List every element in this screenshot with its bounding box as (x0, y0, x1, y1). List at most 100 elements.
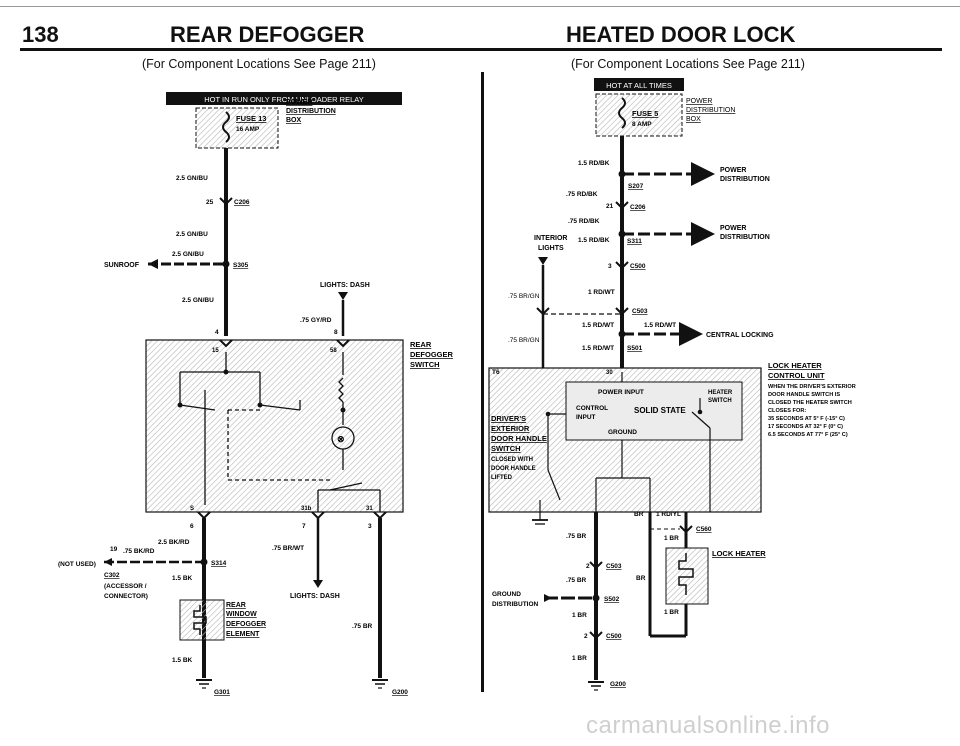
wire-label-l11: 1.5 BK (172, 657, 193, 664)
pd2-label-1: POWER (720, 225, 746, 232)
c500-label: C500 (630, 263, 646, 270)
fuse-5-name: FUSE 5 (632, 109, 658, 118)
unit-desc-3: CLOSED THE HEATER SWITCH (768, 400, 852, 406)
c503b-connector (589, 561, 603, 570)
lights-dash-top-arrow (338, 292, 348, 300)
pd1-label-1: POWER (720, 167, 746, 174)
pin-31: 31 (366, 506, 373, 512)
unit-desc-1: WHEN THE DRIVER'S EXTERIOR (768, 384, 856, 390)
ground-dist-arrow (544, 594, 552, 602)
s207-splice (618, 170, 626, 178)
c560-label: C560 (696, 526, 712, 533)
switch-dot-4 (257, 402, 263, 408)
element-label-3: DEFOGGER (226, 621, 266, 628)
pin-15-connector (219, 339, 233, 348)
unit-label-1: LOCK HEATER (768, 361, 822, 370)
solid-state-box (565, 381, 743, 441)
heater-switch-2: SWITCH (708, 398, 732, 404)
pdb-left-2: DISTRIBUTION (286, 108, 336, 115)
s314-splice (200, 558, 208, 566)
wire-label-l10: .75 BR (352, 623, 373, 630)
not-used-label: (NOT USED) (58, 561, 96, 568)
fuse-13-icon (222, 111, 230, 143)
switch-label-1: REAR (410, 340, 432, 349)
left-title: REAR DEFOGGER (170, 22, 365, 47)
c302-arrow (104, 558, 112, 566)
wire-label-r18: 1 BR (572, 655, 587, 662)
interior-lights-arrow (538, 257, 548, 265)
sunroof-label: SUNROOF (104, 262, 140, 269)
pin-t6: T6 (492, 369, 500, 376)
pdb-right-2: DISTRIBUTION (686, 107, 735, 114)
element-label-4: ELEMENT (226, 631, 260, 638)
column-divider (481, 72, 484, 692)
c302-note-1: (ACCESSOR / (104, 583, 147, 590)
lights-dash-bottom-arrow (313, 580, 323, 588)
interior-lights-2: LIGHTS (538, 245, 564, 252)
wire-label-r11: 1 RD/YL (656, 511, 681, 518)
fuse-13-name: FUSE 13 (236, 114, 266, 123)
pdb-right-1: POWER (686, 98, 712, 105)
ground-internal-label: GROUND (608, 429, 637, 436)
wire-label-r2: .75 RD/BK (566, 191, 598, 198)
pin-s: S (190, 506, 194, 512)
wire-label-r16: 1 BR (572, 612, 587, 619)
s207-label: S207 (628, 183, 644, 190)
g301-label: G301 (214, 689, 230, 696)
control-input-dot (545, 411, 551, 417)
c206-label-right: C206 (630, 204, 646, 211)
central-locking-label: CENTRAL LOCKING (706, 332, 774, 339)
pd1-label-2: DISTRIBUTION (720, 176, 770, 183)
drivers-switch-1: DRIVER'S (491, 414, 526, 423)
sunroof-arrow (148, 259, 158, 269)
c500-pin: 3 (608, 263, 612, 270)
c503-connector-b (615, 307, 629, 316)
defogger-element-icon (193, 605, 207, 635)
rear-defogger-switch-box (145, 339, 404, 513)
c302-label: C302 (104, 572, 120, 579)
c206-connector-left (219, 197, 233, 206)
pin-30: 30 (606, 370, 613, 376)
wire-label-r4: 1.5 RD/BK (578, 237, 610, 244)
lock-heater-box (665, 547, 709, 605)
wire-label-r13: 1 BR (664, 535, 679, 542)
lock-heater-icon (678, 553, 694, 595)
pin-br: BR (634, 511, 644, 518)
s314-label: S314 (211, 560, 227, 567)
wire-label-r9: .75 BR/GN (508, 337, 540, 344)
pdb-right-3: BOX (686, 116, 701, 123)
fuse-5-icon (618, 97, 626, 129)
ground-dist-1: GROUND (492, 591, 521, 598)
c503-connector-a (536, 307, 550, 316)
pin-15: 15 (212, 348, 219, 354)
page-number: 138 (22, 22, 59, 47)
switch-label-2: DEFOGGER (410, 350, 454, 359)
wire-label-l8: 1.5 BK (172, 575, 193, 582)
c503b-label: C503 (606, 563, 622, 570)
drivers-switch-4: SWITCH (491, 444, 521, 453)
c206-label-left: C206 (234, 199, 250, 206)
pin-58: 58 (330, 348, 337, 354)
pd2-label-2: DISTRIBUTION (720, 234, 770, 241)
switch-dot-3 (177, 402, 183, 408)
wire-label-r1: 1.5 RD/BK (578, 160, 610, 167)
defogger-element-box (179, 599, 225, 641)
drivers-switch-3: DOOR HANDLE (491, 434, 547, 443)
left-subtitle: (For Component Locations See Page 211) (142, 57, 376, 71)
hot-banner-right-text: HOT AT ALL TIMES (606, 81, 672, 90)
lights-dash-bottom: LIGHTS: DASH (290, 593, 340, 600)
heater-switch-dot (697, 409, 703, 415)
fuse-5-rating: 8 AMP (632, 121, 652, 128)
s311-splice (618, 230, 626, 238)
unit-desc-6: 17 SECONDS AT 32° F (0° C) (768, 424, 843, 430)
wire-label-r3: .75 RD/BK (568, 218, 600, 225)
c206-pin-left: 25 (206, 199, 214, 206)
unit-label-2: CONTROL UNIT (768, 371, 825, 380)
wire-label-l5: .75 GY/RD (300, 317, 332, 324)
c503-label: C503 (632, 308, 648, 315)
heater-switch-1: HEATER (708, 390, 733, 396)
wire-label-r6: 1 RD/WT (588, 289, 615, 296)
c500b-pin: 2 (584, 633, 588, 640)
fuse-13-box (195, 107, 279, 149)
